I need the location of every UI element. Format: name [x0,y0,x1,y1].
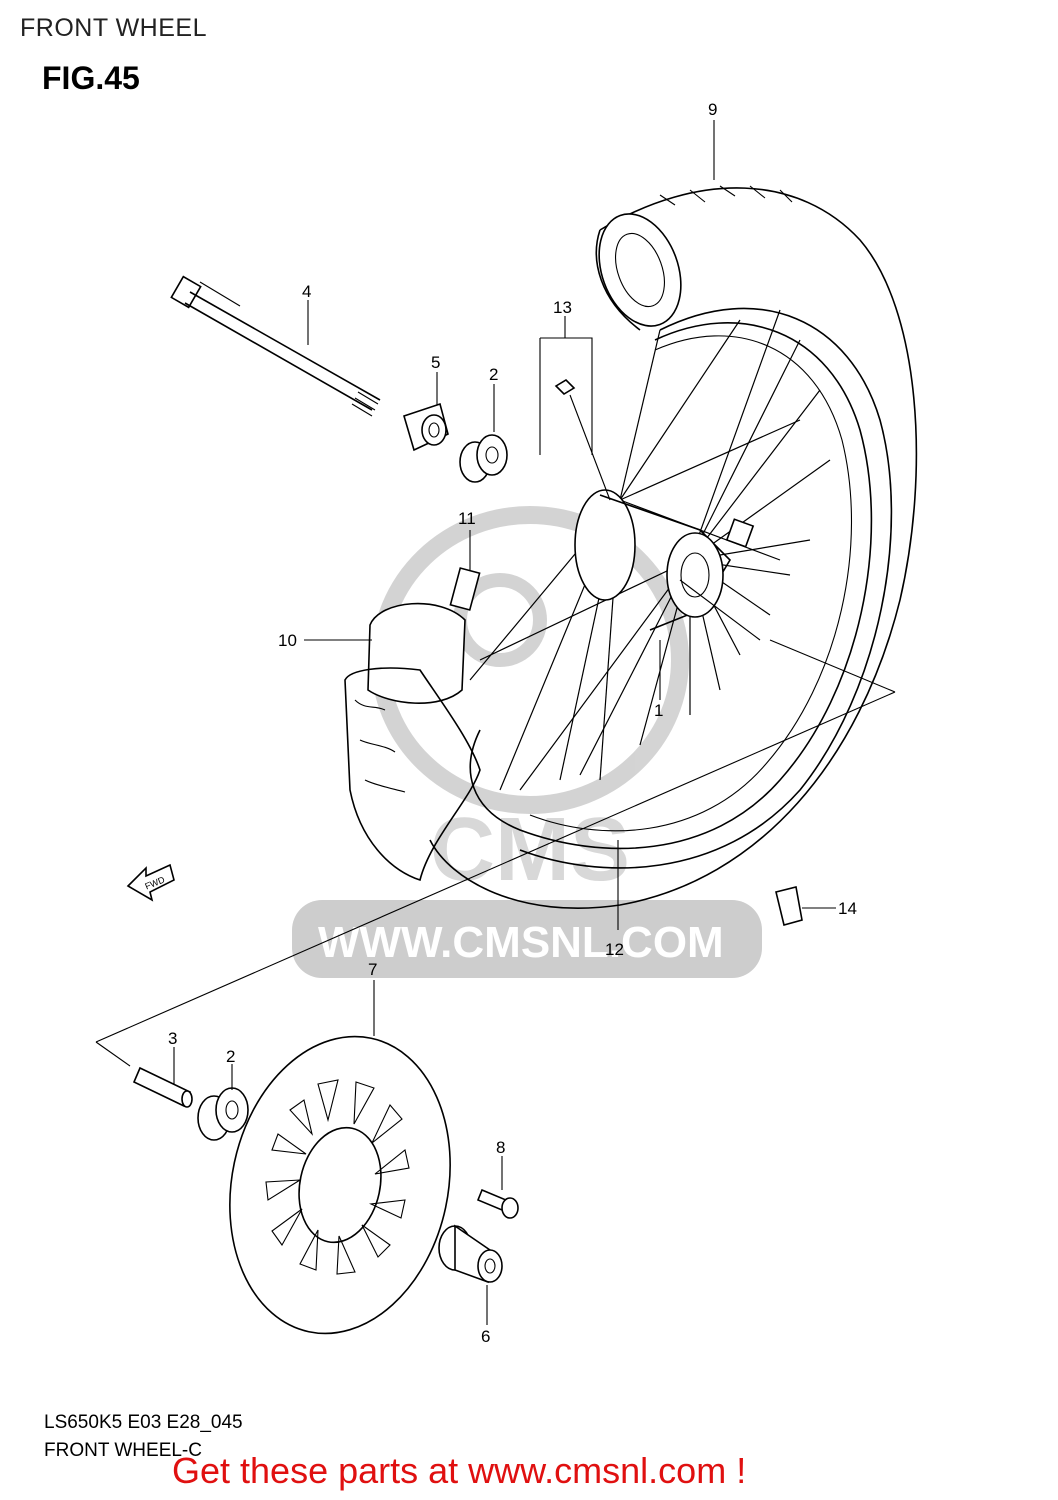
watermark: CMS WWW.CMSNL.COM [292,506,762,978]
figure-number: FIG.45 [42,60,140,96]
watermark-logo-text: CMS [430,800,630,900]
assembly-guide-lines [95,579,896,1067]
callout-10: 10 [278,631,297,650]
disc-bolt[interactable] [476,1188,519,1219]
rim[interactable] [469,322,873,850]
callout-4: 4 [302,282,311,301]
hub[interactable] [574,489,755,631]
callout-11: 11 [458,509,476,528]
brake-disc[interactable] [203,1016,477,1354]
tube[interactable] [344,602,481,882]
cta-link[interactable]: Get these parts at www.cmsnl.com ! [172,1450,747,1491]
fwd-arrow-icon: FWD [126,863,175,902]
callout-3: 3 [168,1029,177,1048]
tire[interactable] [429,185,918,909]
callout-8: 8 [496,1138,505,1157]
watermark-banner [292,900,762,978]
bearing-upper[interactable] [459,434,508,483]
valve-stem[interactable] [449,567,481,611]
spacer[interactable] [403,402,449,452]
spacer-right[interactable] [438,1224,503,1284]
axle[interactable] [170,275,381,417]
spoke-nipple[interactable] [539,337,611,501]
bearing-lower[interactable] [197,1087,249,1141]
callout-14: 14 [838,899,857,918]
valve-cap[interactable] [775,886,803,926]
spacer-lower[interactable] [132,1066,193,1108]
callout-1: 1 [654,701,663,720]
diagram-code: LS650K5 E03 E28_045 [44,1412,243,1433]
section-title: FRONT WHEEL [20,14,207,42]
callout-2: 2 [489,365,498,384]
callout-2-lower: 2 [226,1047,235,1066]
spokes [469,309,831,791]
callout-5: 5 [431,353,440,372]
callout-7: 7 [368,960,377,979]
callout-13: 13 [553,298,572,317]
watermark-text: WWW.CMSNL.COM [318,918,724,967]
callout-12: 12 [605,940,624,959]
callout-6: 6 [481,1327,490,1346]
leader-lines [173,120,836,1325]
diagram-subtitle: FRONT WHEEL-C [44,1440,202,1461]
callout-9: 9 [708,100,717,119]
